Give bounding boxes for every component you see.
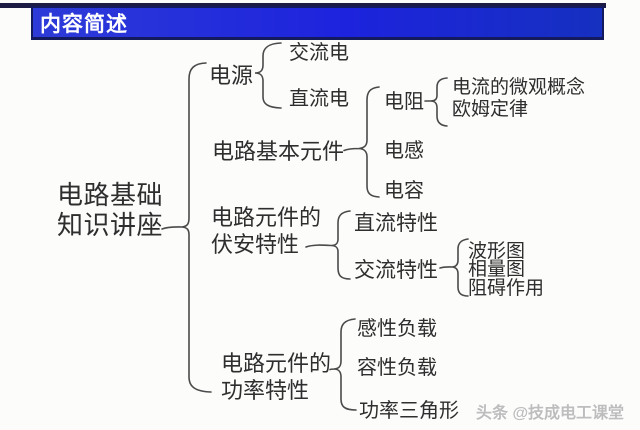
brace-power-source (254, 42, 282, 109)
watermark: 头条 @技成电工课堂 (476, 405, 625, 422)
node-ac-current: 交流电 (289, 42, 349, 64)
node-power-characteristics: 电路元件的 功率特性 (221, 351, 332, 403)
node-resistance: 电阻 (384, 91, 424, 113)
brace-root (161, 62, 212, 393)
node-current-micro-concept: 电流的微观概念 (452, 77, 586, 98)
node-waveform-diagram: 波形图 (468, 241, 526, 262)
brace-resistance (424, 77, 448, 127)
node-basic-components: 电路基本元件 (212, 139, 345, 164)
brace-ac-characteristics (439, 238, 469, 297)
node-capacitive-load: 容性负载 (357, 357, 437, 379)
node-capacitance: 电容 (384, 180, 424, 202)
node-dc-current: 直流电 (289, 88, 349, 110)
node-root: 电路基础 知识讲座 (57, 181, 164, 240)
header-top-line (0, 3, 606, 8)
node-dc-characteristics: 直流特性 (354, 211, 438, 235)
header-bar: 内容简述 (31, 6, 604, 40)
node-power-source: 电源 (209, 63, 254, 88)
slide-title: 内容简述 (40, 12, 128, 36)
node-inductive-load: 感性负载 (357, 318, 437, 340)
brace-basic-components (343, 86, 380, 198)
node-volt-ampere-characteristics: 电路元件的 伏安特性 (211, 205, 322, 257)
brace-power-characteristics (329, 318, 357, 411)
node-inductance: 电感 (384, 140, 424, 162)
brace-volt-ampere (305, 210, 351, 280)
node-phasor-diagram: 相量图 (468, 259, 526, 280)
node-ac-characteristics: 交流特性 (354, 258, 438, 282)
node-power-triangle: 功率三角形 (359, 400, 459, 422)
node-ohms-law: 欧姆定律 (452, 99, 529, 120)
node-impedance-effect: 阻碍作用 (468, 278, 545, 299)
